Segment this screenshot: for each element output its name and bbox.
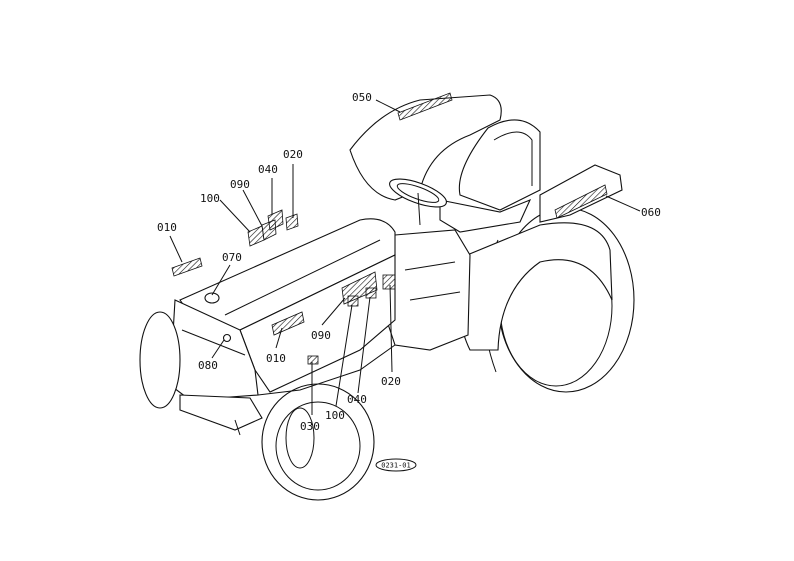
leader-lines <box>169 99 641 415</box>
callout-090-top: 090 <box>230 178 250 191</box>
callout-080: 080 <box>198 359 218 372</box>
reference-stamp: 0231-01 <box>375 458 417 472</box>
callout-040-top: 040 <box>258 163 278 176</box>
front-right-wheel <box>261 383 375 501</box>
callout-010-left: 010 <box>157 221 177 234</box>
decal-030 <box>307 355 319 365</box>
callout-020-bottom: 020 <box>381 375 401 388</box>
callout-labels: 050 020 040 090 100 010 070 080 010 090 … <box>157 91 661 433</box>
front-bumper <box>179 394 263 431</box>
callout-030: 030 <box>300 420 320 433</box>
callout-100-bottom: 100 <box>325 409 345 422</box>
operator-seat <box>439 119 541 233</box>
callout-070: 070 <box>222 251 242 264</box>
decal-010-left <box>171 257 203 277</box>
decal-040-top <box>267 209 284 231</box>
callout-050: 050 <box>352 91 372 104</box>
emblem-080 <box>222 333 232 343</box>
emblem-070 <box>204 292 220 304</box>
decal-100-side <box>347 295 359 307</box>
decal-010-side <box>271 311 305 336</box>
callout-100-top: 100 <box>200 192 220 205</box>
callout-090-mid: 090 <box>311 329 331 342</box>
decal-050 <box>397 92 453 121</box>
callout-010-mid: 010 <box>266 352 286 365</box>
callout-060: 060 <box>641 206 661 219</box>
decal-020-top <box>285 213 299 231</box>
reference-code: 0231-01 <box>381 462 411 470</box>
decal-020-side <box>382 274 396 290</box>
front-left-wheel <box>139 311 181 409</box>
decal-100-top <box>247 225 265 247</box>
decal-060 <box>554 184 608 219</box>
tractor-illustration <box>139 92 635 501</box>
callout-040-bottom: 040 <box>347 393 367 406</box>
steering-wheel <box>389 178 447 226</box>
callout-020-top: 020 <box>283 148 303 161</box>
decal-040-side <box>365 287 377 299</box>
